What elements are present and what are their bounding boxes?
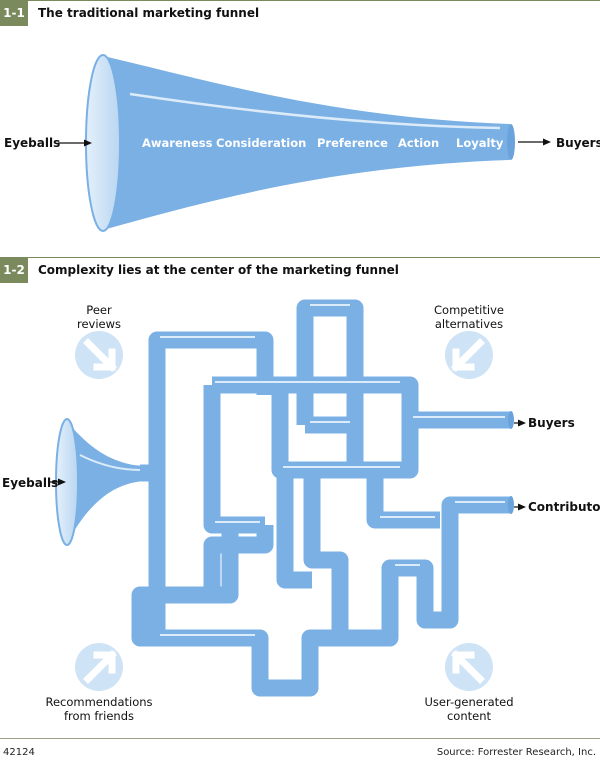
funnel-end-cap [507, 124, 515, 160]
header-rule [0, 257, 600, 258]
stage-action: Action [398, 136, 439, 150]
figure-title: The traditional marketing funnel [38, 6, 260, 20]
user-generated-label-line2: content [447, 709, 492, 723]
recommendations-label-line2: from friends [64, 709, 134, 723]
output-label-buyers: Buyers [556, 136, 600, 150]
source-credit: Source: Forrester Research, Inc. [436, 747, 596, 758]
stage-preference: Preference [317, 136, 388, 150]
figure-number: 1-1 [0, 0, 28, 26]
recommendations-label-line1: Recommendations [45, 695, 152, 709]
buyers-pipe-end [508, 411, 514, 429]
figure-1-header: 1-1 The traditional marketing funnel [0, 0, 600, 26]
stage-loyalty: Loyalty [456, 136, 504, 150]
stage-awareness: Awareness [142, 136, 213, 150]
output-label-buyers: Buyers [528, 416, 575, 430]
output-arrow-icon [518, 138, 551, 146]
input-label-eyeballs: Eyeballs [4, 136, 60, 150]
funnel-cone [66, 420, 145, 545]
figure-number: 1-2 [0, 257, 28, 283]
figure-title: Complexity lies at the center of the mar… [38, 263, 399, 277]
peer-reviews-label-line2: reviews [77, 317, 121, 331]
user-generated-arrow-icon [445, 643, 493, 691]
header-rule [0, 0, 600, 1]
maze-pipes [131, 299, 510, 697]
funnel-highlight [129, 92, 501, 130]
contributors-arrow-icon [514, 503, 526, 511]
figure-code: 42124 [3, 747, 35, 758]
input-label-eyeballs: Eyeballs [2, 476, 58, 490]
stage-consideration: Consideration [216, 136, 306, 150]
funnel-body [103, 56, 510, 230]
buyers-arrow-icon [514, 419, 526, 427]
output-label-contributors: Contributors [528, 500, 600, 514]
user-generated-label-line1: User-generated [424, 695, 513, 709]
competitive-alternatives-label-line1: Competitive [434, 303, 504, 317]
complex-funnel-diagram: Eyeballs Buyers Contributors Peer review… [2, 299, 600, 723]
competitive-alternatives-label-line2: alternatives [435, 317, 503, 331]
traditional-funnel-diagram: Awareness Consideration Preference Actio… [4, 54, 600, 232]
contributors-pipe-end [508, 496, 514, 514]
peer-reviews-label-line1: Peer [86, 303, 112, 317]
peer-reviews-arrow-icon [75, 331, 123, 379]
competitive-alternatives-arrow-icon [445, 331, 493, 379]
input-arrow-icon [58, 139, 92, 147]
maze-highlights [160, 304, 505, 636]
input-arrow-icon [48, 478, 66, 486]
figure-2-header: 1-2 Complexity lies at the center of the… [0, 257, 600, 283]
footer: 42124 Source: Forrester Research, Inc. [0, 738, 600, 765]
recommendations-arrow-icon [75, 643, 123, 691]
